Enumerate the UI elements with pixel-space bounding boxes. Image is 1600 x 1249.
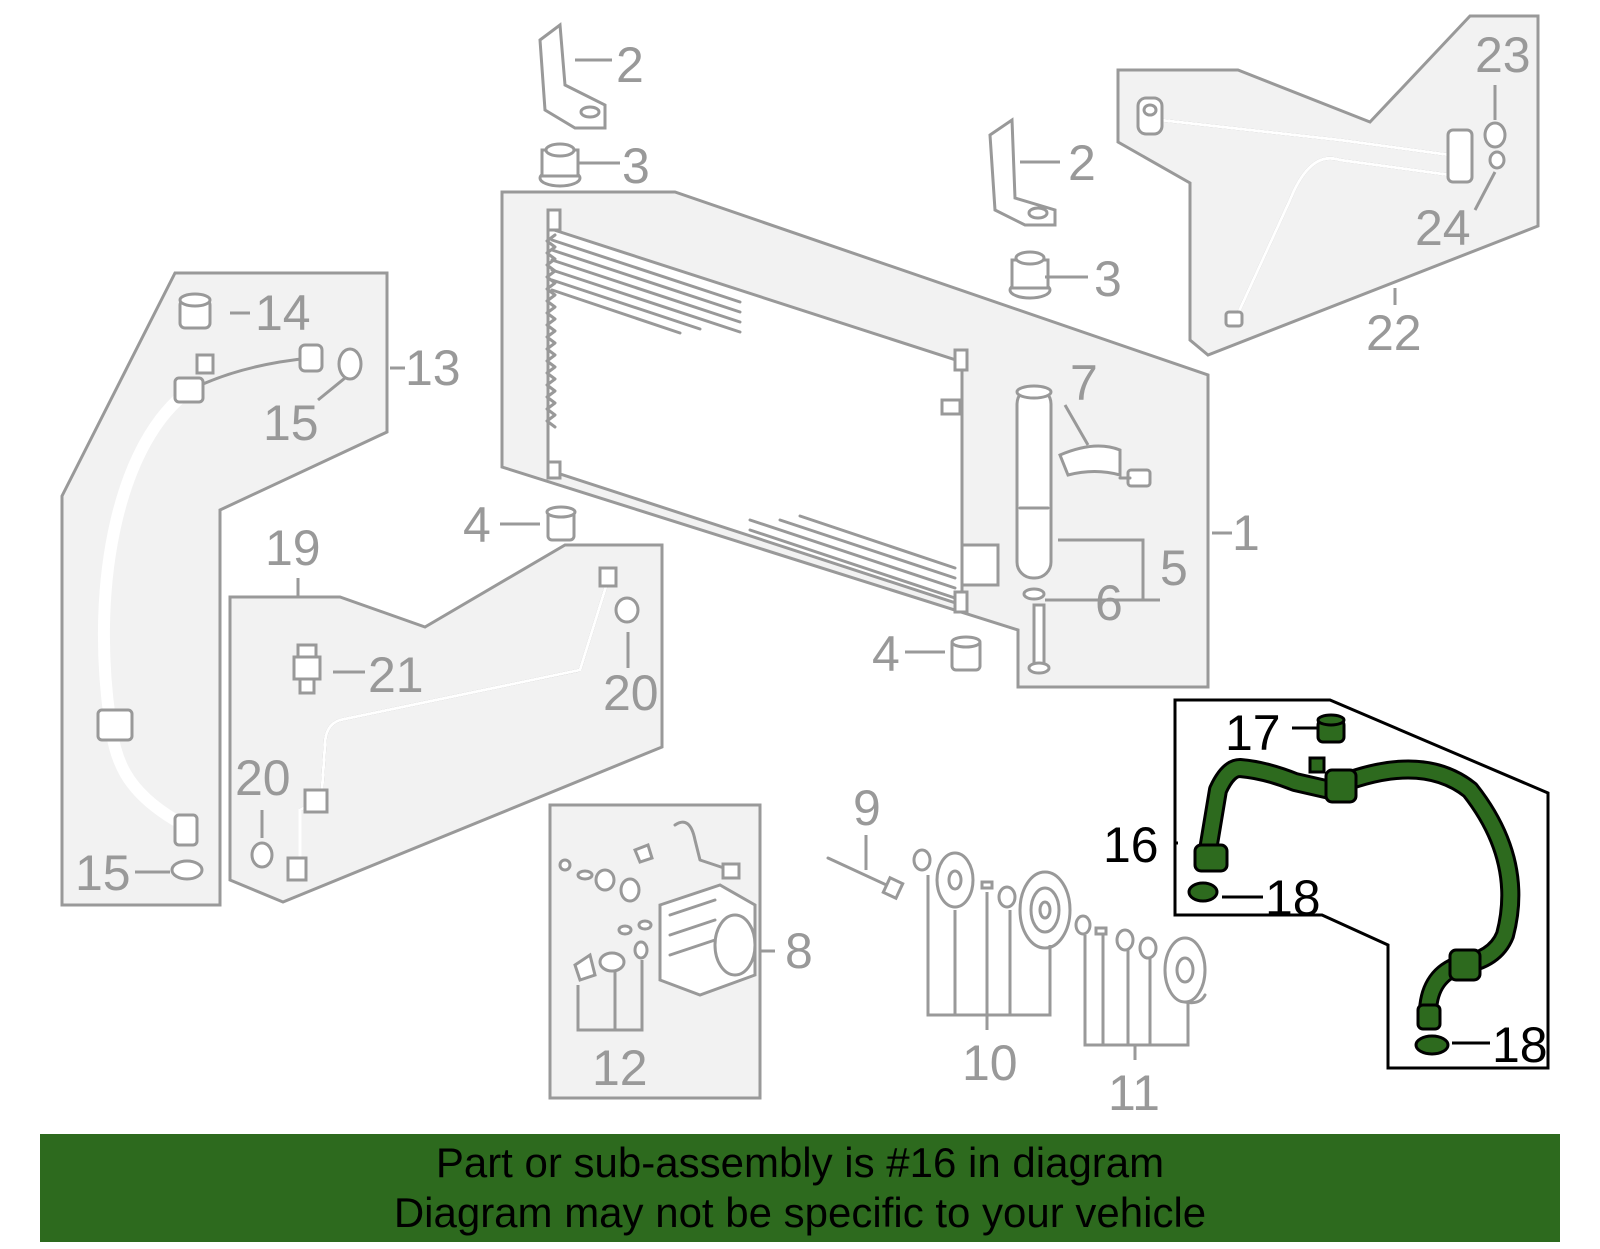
bolt-drier-bottom[interactable] [1027, 603, 1051, 675]
o-ring-24[interactable] [1488, 150, 1506, 170]
callout-5[interactable]: 5 [1160, 540, 1188, 596]
callout-23[interactable]: 23 [1475, 27, 1531, 83]
insulator-lower-left[interactable] [545, 505, 577, 542]
callout-17[interactable]: 17 [1225, 705, 1281, 761]
group-box-discharge-hose [60, 271, 389, 907]
o-ring-15-upper[interactable] [337, 347, 363, 381]
o-ring-18-lower[interactable] [1414, 1034, 1450, 1056]
callout-3-left[interactable]: 3 [622, 138, 650, 194]
discharge-hose[interactable] [96, 343, 324, 847]
clutch-assembly-10[interactable] [912, 848, 1072, 950]
callout-13[interactable]: 13 [405, 340, 461, 396]
o-ring-20-left[interactable] [250, 841, 274, 869]
drier-bracket[interactable] [1058, 444, 1152, 488]
callout-15-lower[interactable]: 15 [75, 845, 131, 901]
info-banner: Part or sub-assembly is #16 in diagram D… [40, 1134, 1560, 1242]
callout-2-right[interactable]: 2 [1068, 135, 1096, 191]
clutch-bolt-9[interactable] [826, 856, 905, 901]
banner-line-2: Diagram may not be specific to your vehi… [393, 1189, 1207, 1236]
callout-18-lower[interactable]: 18 [1492, 1017, 1548, 1073]
callout-11[interactable]: 11 [1108, 1065, 1160, 1121]
insulator-upper-right[interactable] [1008, 250, 1052, 300]
callout-14[interactable]: 14 [255, 285, 311, 341]
callout-24[interactable]: 24 [1415, 200, 1471, 256]
callout-20-left[interactable]: 20 [235, 750, 291, 806]
suction-hose-16-highlighted[interactable] [1193, 756, 1521, 1031]
upper-bracket-right[interactable] [988, 117, 1057, 227]
callout-7[interactable]: 7 [1070, 355, 1098, 411]
insulator-upper-left[interactable] [538, 142, 582, 188]
callout-numbers: 1 2 2 3 3 4 4 5 6 7 8 9 10 11 12 13 14 1… [75, 27, 1548, 1121]
callout-21[interactable]: 21 [368, 647, 424, 703]
callout-16[interactable]: 16 [1103, 817, 1159, 873]
callout-6[interactable]: 6 [1095, 575, 1123, 631]
receiver-drier[interactable] [1015, 384, 1053, 580]
cap-14[interactable] [178, 292, 212, 330]
insulator-lower-right[interactable] [950, 635, 982, 672]
o-ring-23[interactable] [1483, 121, 1507, 149]
pressure-switch-21[interactable] [292, 643, 322, 695]
o-ring-18-upper[interactable] [1187, 881, 1219, 903]
o-ring-15-lower[interactable] [170, 859, 204, 881]
callout-22[interactable]: 22 [1366, 305, 1422, 361]
cap-17[interactable] [1316, 713, 1346, 744]
callout-10[interactable]: 10 [962, 1035, 1018, 1091]
callout-19[interactable]: 19 [265, 520, 321, 576]
callout-1[interactable]: 1 [1232, 505, 1260, 561]
banner-line-1: Part or sub-assembly is #16 in diagram [435, 1139, 1165, 1186]
liquid-line[interactable] [286, 566, 618, 882]
callout-18-upper[interactable]: 18 [1265, 870, 1321, 926]
clutch-assembly-11[interactable] [1074, 914, 1207, 1005]
group-box-liquid-line [228, 543, 664, 904]
callout-9[interactable]: 9 [853, 780, 881, 836]
group-box-suction-pipe [1116, 14, 1540, 357]
callout-2-left[interactable]: 2 [616, 37, 644, 93]
callout-15-upper[interactable]: 15 [263, 395, 319, 451]
callout-3-right[interactable]: 3 [1094, 251, 1122, 307]
leader-lines [135, 58, 1497, 1060]
compressor-small-parts[interactable] [558, 843, 654, 982]
callout-4-lower[interactable]: 4 [872, 626, 900, 682]
condenser[interactable] [545, 208, 1000, 614]
suction-pipe[interactable] [1136, 96, 1474, 328]
o-ring-6[interactable] [1022, 587, 1046, 601]
o-ring-20-right[interactable] [614, 596, 640, 624]
compressor[interactable] [658, 820, 757, 997]
callout-12[interactable]: 12 [592, 1040, 648, 1096]
callout-8[interactable]: 8 [785, 923, 813, 979]
callout-20-right[interactable]: 20 [603, 665, 659, 721]
callout-4-upper[interactable]: 4 [463, 497, 491, 553]
upper-bracket-left[interactable] [538, 22, 607, 130]
